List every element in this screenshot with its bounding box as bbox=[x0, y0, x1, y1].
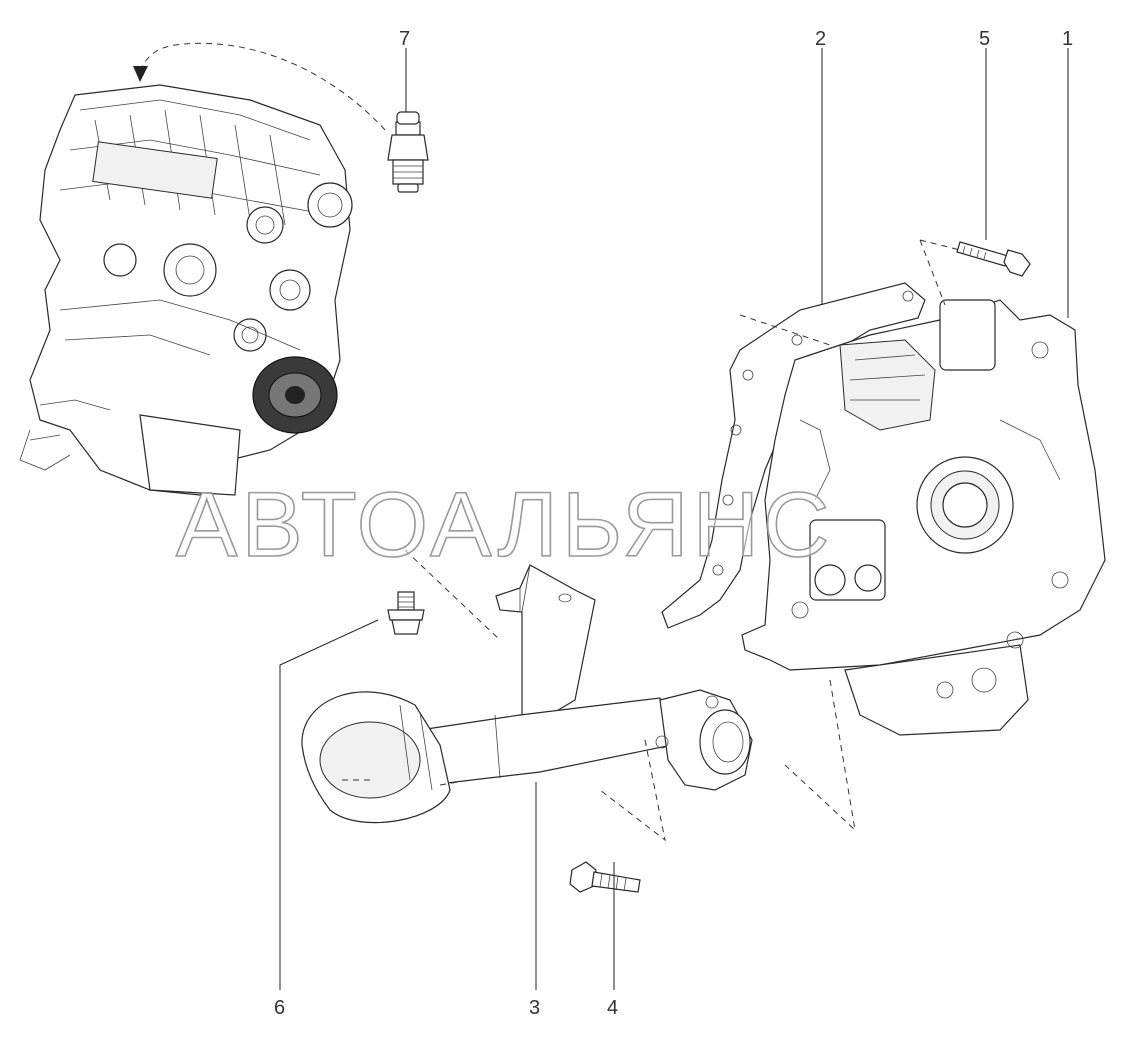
assembly-alignment-lines bbox=[340, 239, 961, 842]
callout-7: 7 bbox=[399, 28, 410, 50]
part-1-oil-pump-housing bbox=[741, 299, 1106, 736]
callout-4: 4 bbox=[607, 997, 618, 1019]
callout-5: 5 bbox=[979, 28, 990, 50]
part-2-gasket bbox=[661, 282, 926, 629]
callout-labels: 1 2 3 4 5 6 7 bbox=[274, 28, 1073, 1019]
assembly-direction-arrow bbox=[133, 42, 386, 131]
callout-6: 6 bbox=[274, 997, 285, 1019]
part-3-oil-pickup-tube bbox=[301, 564, 753, 824]
callout-2: 2 bbox=[815, 28, 826, 50]
callout-leaders bbox=[279, 48, 1069, 990]
callout-1: 1 bbox=[1062, 28, 1073, 50]
part-5-bolt bbox=[956, 241, 1031, 277]
engine-assembly-illustration bbox=[19, 84, 353, 496]
watermark: АВТОАЛЬЯНС bbox=[176, 474, 834, 576]
part-7-oil-pressure-sensor bbox=[387, 111, 429, 193]
callout-3: 3 bbox=[529, 997, 540, 1019]
part-4-bolt bbox=[569, 861, 641, 893]
part-6-bolt bbox=[387, 591, 425, 635]
